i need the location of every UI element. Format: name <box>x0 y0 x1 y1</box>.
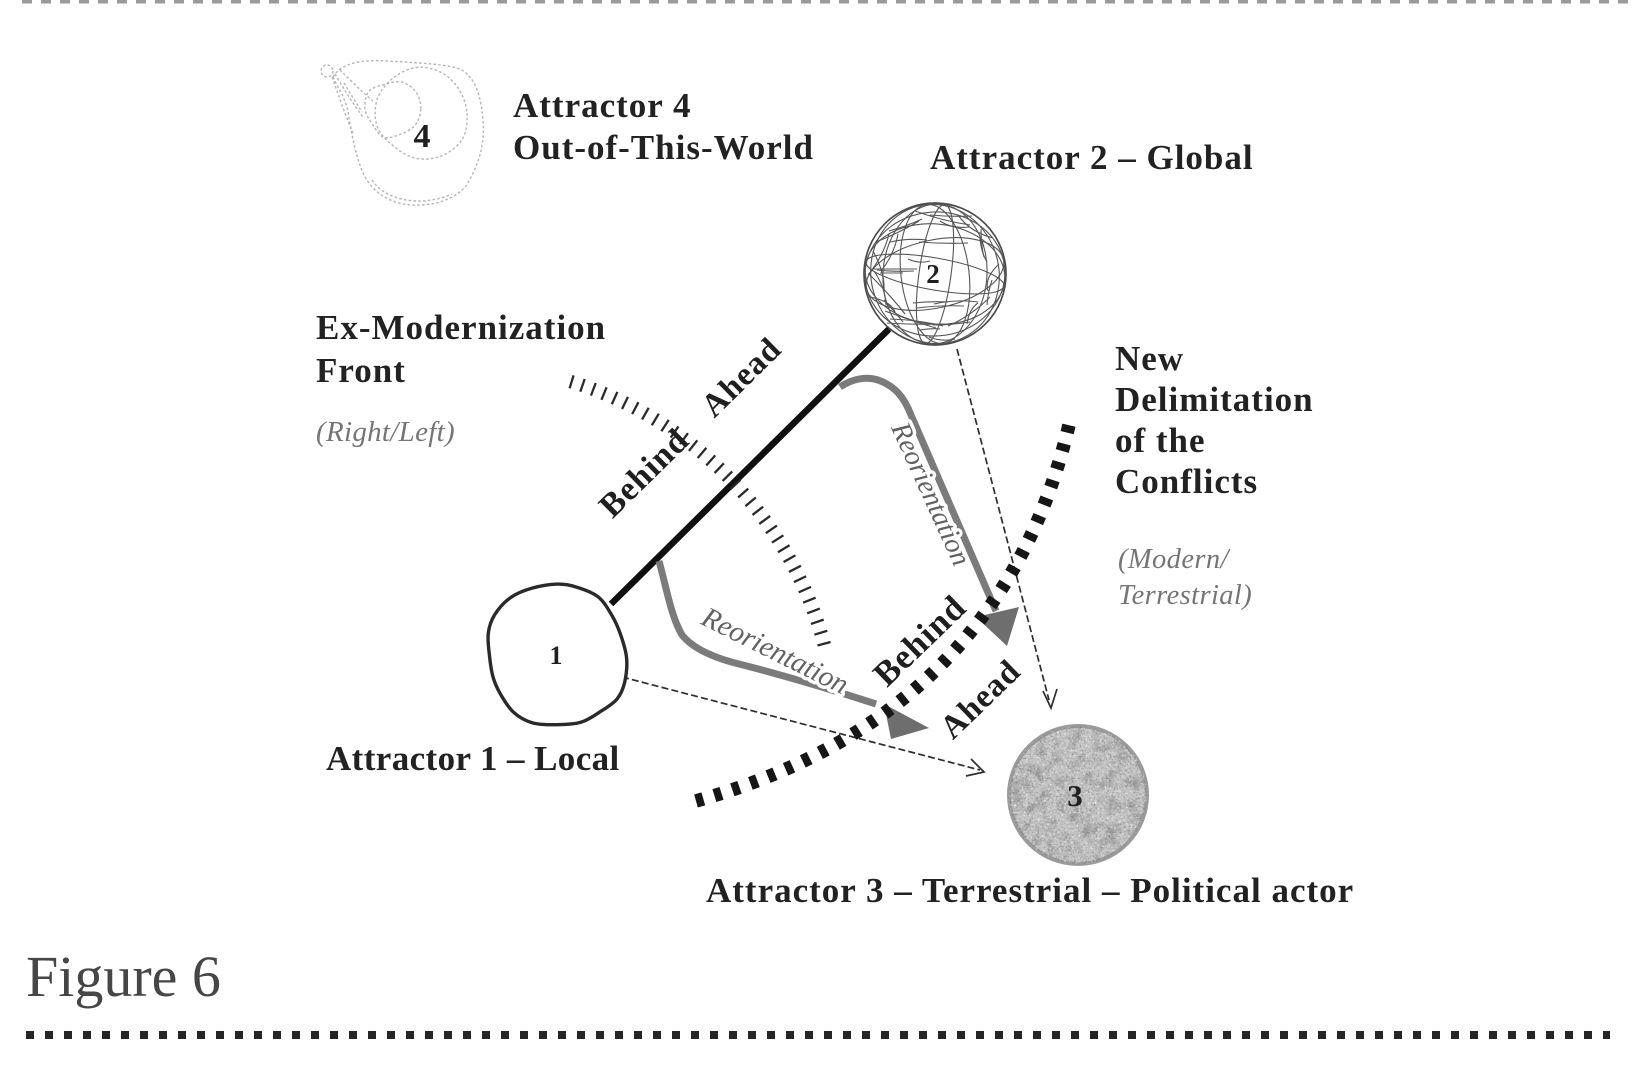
svg-text:Ahead: Ahead <box>695 331 789 424</box>
svg-text:Delimitation: Delimitation <box>1115 380 1314 419</box>
svg-text:Conflicts: Conflicts <box>1115 462 1258 501</box>
svg-text:Terrestrial): Terrestrial) <box>1118 580 1252 611</box>
svg-text:Attractor 3 – Terrestrial – Po: Attractor 3 – Terrestrial – Political ac… <box>706 871 1354 910</box>
svg-text:Ex-Modernization: Ex-Modernization <box>316 308 606 347</box>
svg-text:3: 3 <box>1067 778 1083 813</box>
svg-text:Out-of-This-World: Out-of-This-World <box>513 128 814 167</box>
svg-text:2: 2 <box>926 259 940 289</box>
svg-text:(Right/Left): (Right/Left) <box>316 416 455 448</box>
svg-text:4: 4 <box>414 118 431 155</box>
svg-text:Behind: Behind <box>865 587 973 694</box>
svg-text:Attractor 2 – Global: Attractor 2 – Global <box>930 138 1254 177</box>
svg-text:(Modern/: (Modern/ <box>1118 544 1232 575</box>
svg-text:Front: Front <box>316 351 406 390</box>
svg-text:Attractor 4: Attractor 4 <box>513 86 691 125</box>
svg-text:Reorientation: Reorientation <box>696 601 854 701</box>
svg-text:Reorientation: Reorientation <box>884 417 976 571</box>
svg-text:1: 1 <box>550 641 563 670</box>
svg-text:Figure 6: Figure 6 <box>26 944 221 1009</box>
svg-text:of the: of the <box>1115 421 1206 460</box>
svg-text:Behind: Behind <box>592 422 696 525</box>
svg-text:Attractor 1 – Local: Attractor 1 – Local <box>326 739 620 778</box>
svg-text:New: New <box>1115 339 1184 378</box>
